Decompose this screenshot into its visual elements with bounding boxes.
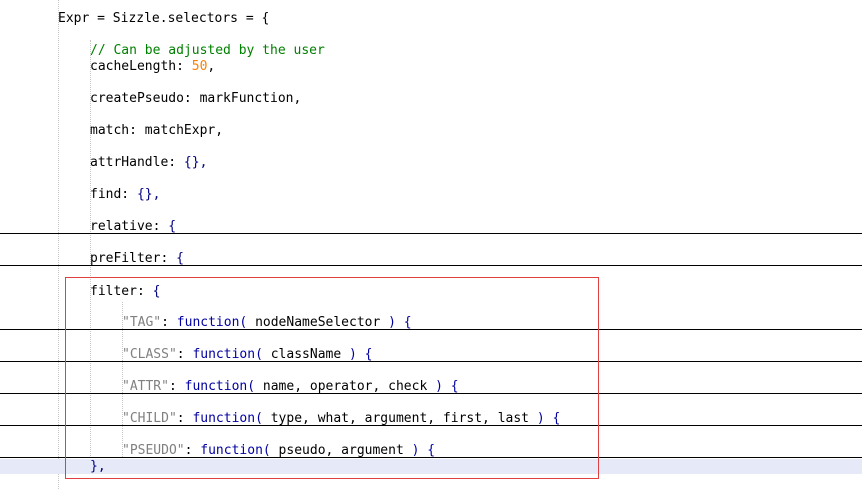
code-line-filter-pseudo: "PSEUDO": function( pseudo, argument ) {	[122, 443, 436, 458]
fold-marker-line	[0, 265, 862, 266]
fold-marker-line	[0, 329, 862, 330]
fold-marker-line	[0, 457, 862, 458]
current-line-highlight	[0, 459, 862, 474]
fold-marker-line	[0, 233, 862, 234]
code-line-filter-class: "CLASS": function( className ) {	[122, 347, 373, 362]
indent-guide	[90, 40, 91, 460]
code-line-attr-handle: attrHandle: {},	[90, 155, 208, 170]
code-line-filter-attr: "ATTR": function( name, operator, check …	[122, 379, 459, 394]
code-line-find: find: {},	[90, 187, 161, 202]
code-line-comment: // Can be adjusted by the user	[90, 43, 325, 58]
fold-marker-line	[0, 361, 862, 362]
code-line-filter-child: "CHILD": function( type, what, argument,…	[122, 411, 561, 426]
code-line-create-pseudo: createPseudo: markFunction,	[90, 91, 302, 106]
code-line-match: match: matchExpr,	[90, 123, 224, 138]
code-line-prefilter: preFilter: {	[90, 251, 184, 266]
code-line-expr: Expr = Sizzle.selectors = {	[58, 11, 270, 26]
indent-guide	[122, 302, 123, 457]
code-line-filter-tag: "TAG": function( nodeNameSelector ) {	[122, 315, 412, 330]
code-line-close-brace: },	[90, 459, 106, 474]
fold-marker-line	[0, 425, 862, 426]
code-line-relative: relative: {	[90, 219, 177, 234]
fold-marker-line	[0, 393, 862, 394]
code-line-filter: filter: {	[90, 284, 161, 299]
code-line-cache-length: cacheLength: 50,	[90, 59, 216, 74]
indent-guide	[58, 0, 59, 489]
